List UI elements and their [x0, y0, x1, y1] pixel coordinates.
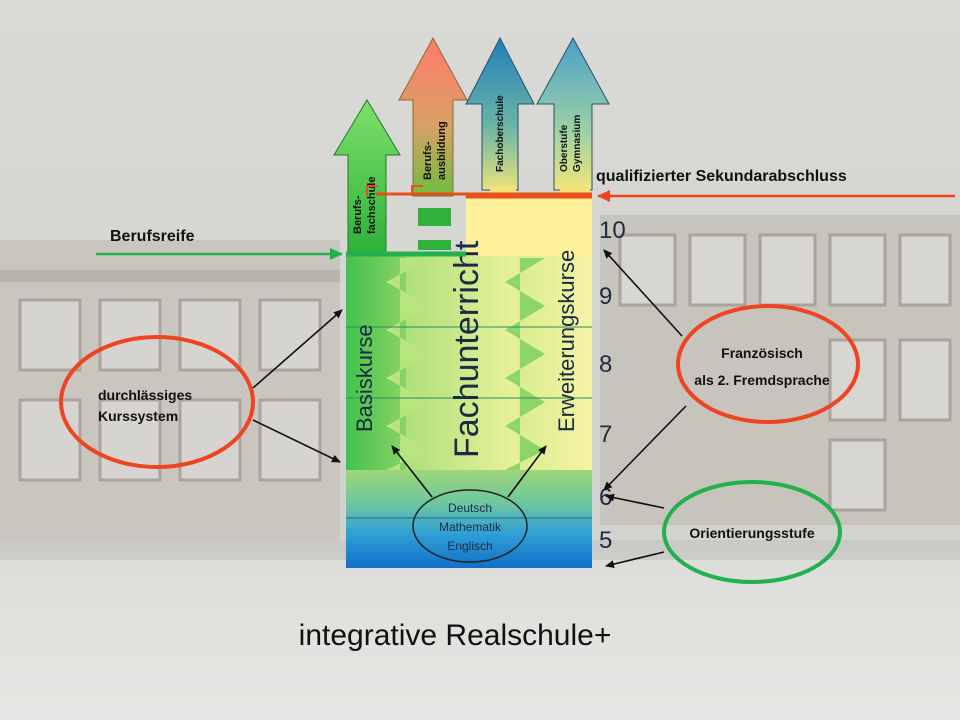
- grade-lines: [346, 326, 592, 399]
- label-oberstufe-1: Oberstufe: [559, 124, 570, 172]
- berufsausbildung-step-2: [418, 240, 451, 250]
- core-to-erweiterung-arrow: [507, 445, 547, 498]
- core-subject-englisch: Englisch: [447, 539, 492, 553]
- label-fachoberschule: Fachoberschule: [495, 95, 506, 172]
- label-berufsfachschule-2: fachschule: [366, 177, 378, 234]
- orientierung-to-grade6-arrow: [605, 493, 665, 509]
- column-basiskurse: [346, 256, 406, 470]
- franzoesisch-to-grade6-arrow: [603, 405, 687, 491]
- label-berufsausbildung-2: ausbildung: [436, 121, 448, 180]
- core-subjects-ellipse: [412, 489, 528, 563]
- column-erweiterungskurse: [518, 256, 592, 470]
- callout-franzoesisch-ellipse: [676, 304, 860, 424]
- arrow-berufsausbildung: [398, 36, 468, 197]
- durchlaessig-to-basis-arrow: [252, 309, 343, 389]
- callout-franzoesisch-line2: als 2. Fremdsprache: [694, 372, 830, 388]
- label-basiskurse: Basiskurse: [352, 324, 377, 432]
- label-oberstufe-2: Gymnasium: [572, 115, 583, 172]
- core-subject-mathematik: Mathematik: [439, 520, 502, 534]
- grade-10: 10: [599, 217, 626, 244]
- franzoesisch-to-grade10-arrow: [603, 249, 683, 337]
- grade-8: 8: [599, 351, 612, 378]
- callout-orientierung: Orientierungsstufe: [689, 525, 814, 541]
- label-qualifizierter: qualifizierter Sekundarabschluss: [596, 168, 847, 185]
- core-subject-deutsch: Deutsch: [448, 501, 492, 515]
- callout-durchlaessig-line1: durchlässiges: [98, 387, 192, 403]
- qualified-top-block: [466, 196, 592, 256]
- callout-durchlaessig-line2: Kurssystem: [98, 408, 178, 424]
- orientation-block: [346, 470, 592, 568]
- grade-7: 7: [599, 421, 612, 448]
- label-fachunterricht: Fachunterricht: [448, 240, 486, 458]
- arrow-foot-1: [490, 186, 516, 194]
- callout-durchlaessig-ellipse: [59, 335, 255, 469]
- qualified-branch-mid: [411, 185, 423, 196]
- label-berufsfachschule-1: Berufs-: [352, 195, 364, 234]
- qualified-branch-left: [366, 185, 378, 196]
- column-fachunterricht: [406, 256, 518, 470]
- label-erweiterungskurse: Erweiterungskurse: [554, 250, 579, 432]
- durchlaessig-to-basis-arrow-lower: [252, 419, 341, 463]
- core-to-basis-arrow: [391, 445, 433, 498]
- zigzag-right: [505, 258, 545, 470]
- zigzag-left: [386, 258, 430, 470]
- page-title: integrative Realschule+: [299, 619, 612, 652]
- grade-5: 5: [599, 527, 612, 554]
- callout-franzoesisch-line1: Französisch: [721, 345, 803, 361]
- berufsausbildung-step-1: [418, 208, 451, 226]
- callout-orientierung-ellipse: [662, 480, 842, 584]
- label-berufsreife: Berufsreife: [110, 228, 195, 245]
- orientierung-to-grade5-arrow: [605, 551, 665, 569]
- grade-9: 9: [599, 283, 612, 310]
- arrow-foot-2: [560, 186, 590, 194]
- label-berufsausbildung-1: Berufs-: [422, 141, 434, 180]
- grade-numbers: 10 9 8 7 6 5: [599, 217, 626, 554]
